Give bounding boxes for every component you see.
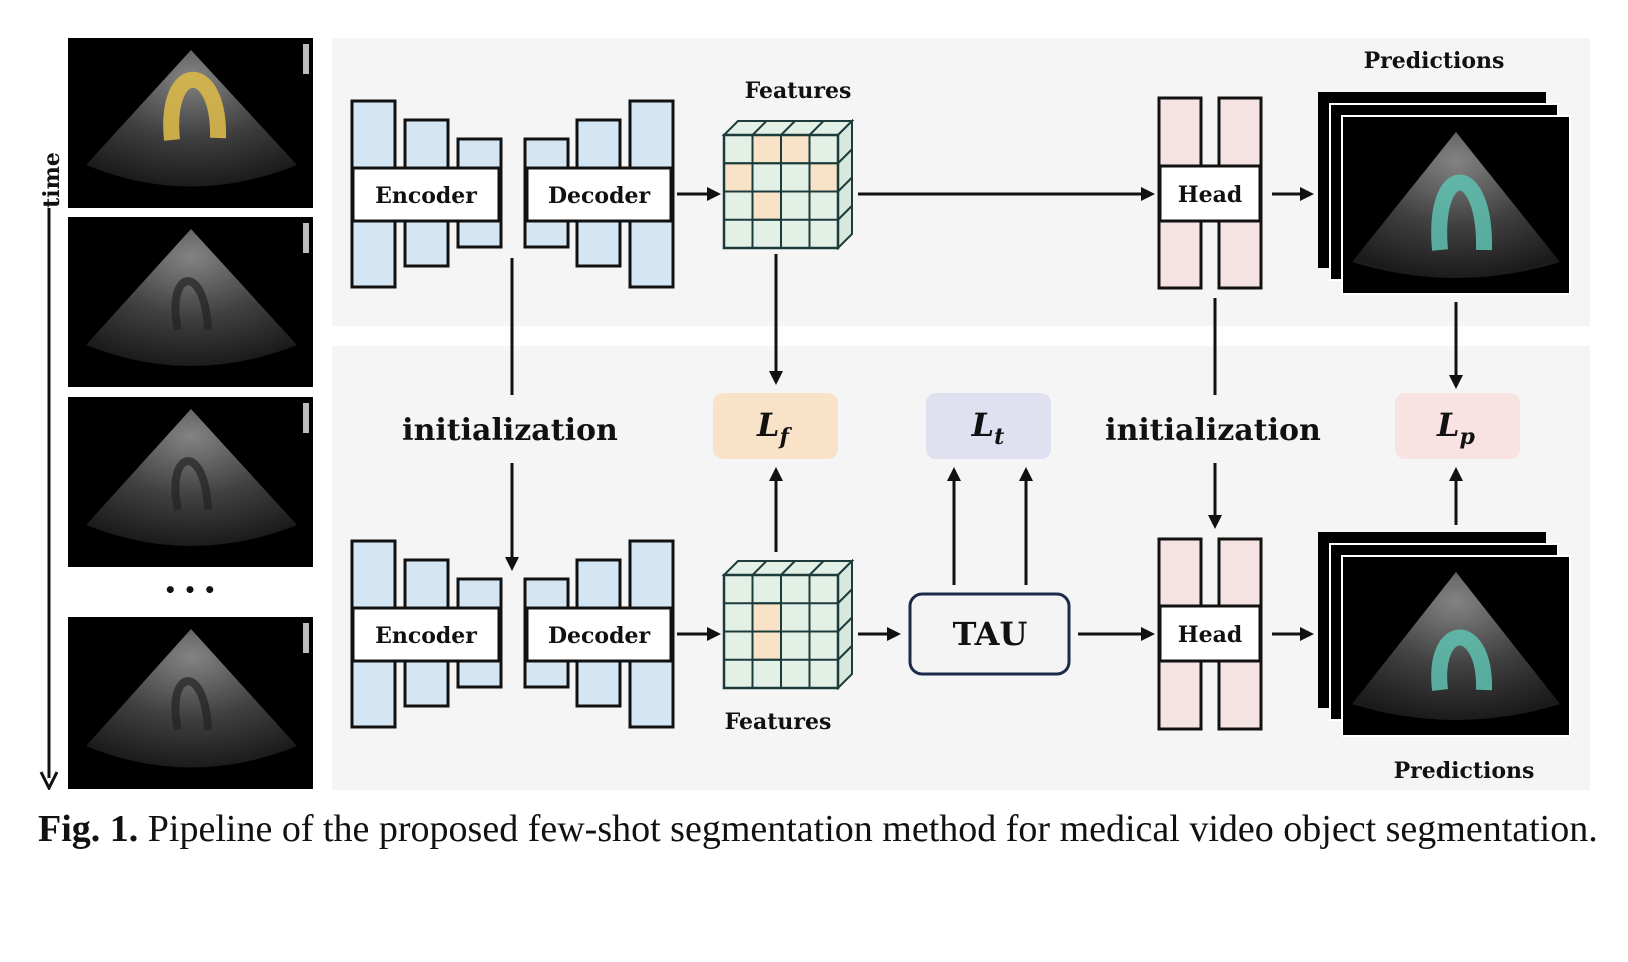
time-label: time [39, 152, 65, 208]
loss-lt: Lt [926, 393, 1051, 459]
ellipsis: • • • [164, 578, 216, 602]
bottom-decoder: Decoder [523, 539, 675, 729]
bottom-features-cube [721, 558, 855, 691]
bottom-decoder-label: Decoder [548, 623, 651, 649]
top-predictions-label: Predictions [1364, 48, 1505, 74]
top-encoder: Encoder [350, 99, 503, 289]
input-frame-3 [68, 397, 313, 567]
bottom-features-label: Features [725, 709, 832, 735]
time-arrow [39, 208, 59, 790]
bottom-head: Head [1157, 537, 1263, 731]
top-decoder-label: Decoder [548, 183, 651, 209]
top-features-label: Features [745, 78, 852, 104]
top-decoder: Decoder [523, 99, 675, 289]
loss-lf-base: L [756, 406, 780, 444]
svg-text:Lf: Lf [756, 406, 793, 450]
input-frame-4 [68, 617, 313, 789]
top-head-label: Head [1178, 182, 1242, 208]
pipeline-diagram: time • • • Encoder [39, 38, 1571, 790]
init-label-right: initialization [1105, 413, 1321, 448]
top-encoder-label: Encoder [375, 183, 477, 209]
figure-caption: Fig. 1. Pipeline of the proposed few-sho… [38, 803, 1598, 855]
bottom-predictions-stack [1318, 532, 1571, 737]
loss-lf: Lf [713, 393, 838, 459]
loss-lf-sub: f [778, 424, 793, 450]
init-label-left: initialization [402, 413, 618, 448]
bottom-head-label: Head [1178, 622, 1242, 648]
tau-label: TAU [953, 615, 1028, 653]
top-predictions-stack [1318, 92, 1571, 295]
tau-module: TAU [908, 592, 1071, 676]
svg-text:Lp: Lp [1436, 406, 1476, 450]
loss-lp-base: L [1436, 406, 1460, 444]
svg-text:Lt: Lt [971, 406, 1005, 450]
bottom-predictions-label: Predictions [1394, 758, 1535, 784]
input-frame-1 [68, 38, 313, 208]
top-head: Head [1157, 96, 1263, 290]
input-frame-2 [68, 217, 313, 387]
loss-lt-sub: t [994, 424, 1004, 450]
caption-label: Fig. 1. [38, 808, 139, 850]
caption-text: Pipeline of the proposed few-shot segmen… [147, 808, 1598, 850]
top-features-cube [721, 118, 855, 251]
loss-lp: Lp [1395, 393, 1520, 459]
bottom-encoder-label: Encoder [375, 623, 477, 649]
bottom-encoder: Encoder [350, 539, 503, 729]
loss-lp-sub: p [1460, 424, 1476, 450]
loss-lt-base: L [971, 406, 995, 444]
